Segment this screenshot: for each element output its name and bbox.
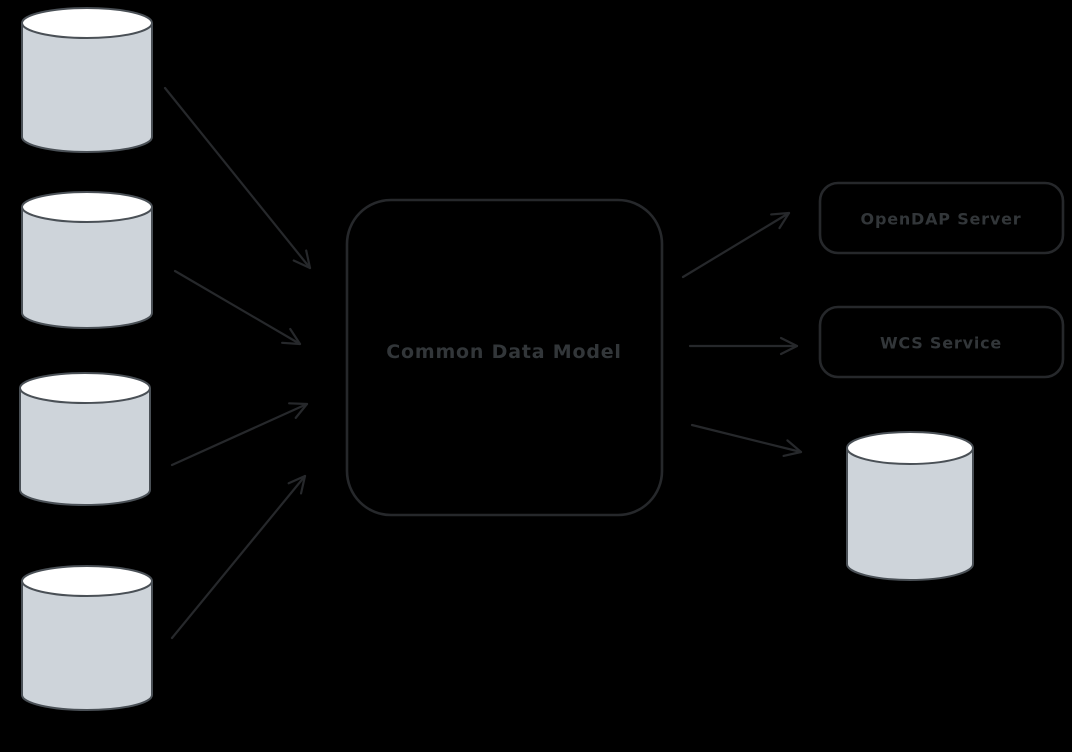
edge-source-1-to-center [163, 86, 312, 270]
source-database-2-node [21, 191, 153, 329]
database-cylinder-top [19, 372, 151, 404]
common-data-model-box [345, 198, 664, 517]
edge-source-2-to-center [173, 269, 302, 346]
database-cylinder-body [21, 23, 153, 153]
opendap-server-node: OpenDAP Server [818, 181, 1065, 255]
database-cylinder-body [21, 581, 153, 711]
database-cylinder-body [846, 448, 974, 581]
database-cylinder-body [21, 207, 153, 329]
wcs-service-label: WCS Service [880, 334, 1002, 353]
database-cylinder-top [21, 7, 153, 39]
database-cylinder-top [21, 191, 153, 223]
edge-source-4-to-center [170, 474, 307, 640]
database-cylinder-top [846, 431, 974, 465]
database-cylinder-top [21, 565, 153, 597]
edge-center-to-output-database [690, 423, 803, 458]
source-database-4-node [21, 565, 153, 711]
wcs-service-box [818, 305, 1065, 379]
common-data-model-label: Common Data Model [386, 341, 621, 363]
source-database-3-node [19, 372, 151, 506]
output-database-node [846, 431, 974, 581]
edge-center-to-opendap [681, 211, 791, 279]
database-cylinder-body [19, 388, 151, 506]
opendap-server-box [818, 181, 1065, 255]
source-database-1-node [21, 7, 153, 153]
opendap-server-label: OpenDAP Server [861, 210, 1022, 229]
wcs-service-node: WCS Service [818, 305, 1065, 379]
edge-source-3-to-center [170, 402, 309, 467]
common-data-model-node: Common Data Model [345, 198, 664, 517]
